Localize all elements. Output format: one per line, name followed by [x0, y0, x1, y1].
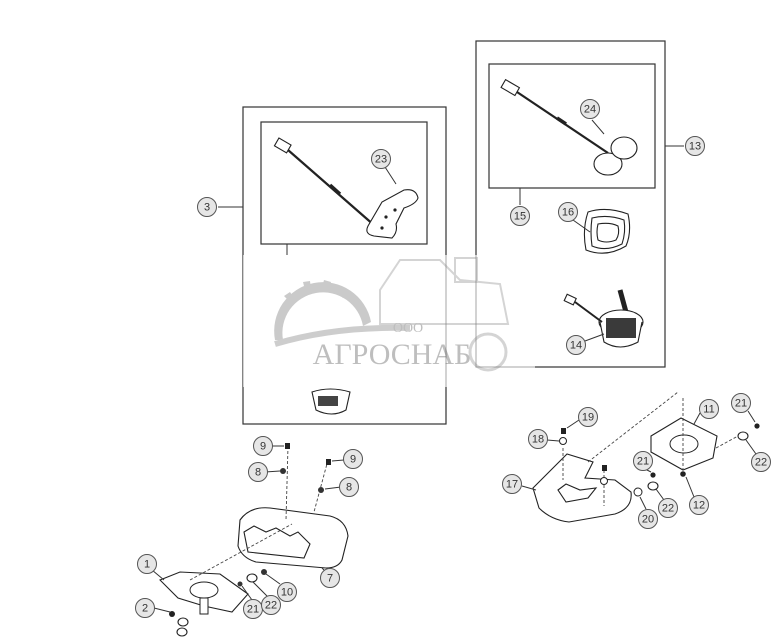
callout-12: 12 [689, 495, 709, 515]
callout-bubble [197, 197, 217, 217]
callout-number: 8 [255, 467, 261, 479]
watermark-logo: ООО АГРОСНАБ [243, 255, 535, 387]
callout-number: 9 [260, 441, 266, 453]
joystick-base-left-partial [311, 388, 351, 415]
callout-14: 14 [566, 335, 586, 355]
callout-15: 15 [510, 206, 530, 226]
watermark-prefix: ООО [393, 321, 423, 336]
callout-number: 20 [642, 514, 654, 526]
callout-number: 7 [327, 573, 333, 585]
rubber-boot-16 [572, 208, 631, 254]
callout-bubble [320, 568, 340, 588]
callout-number: 3 [204, 202, 210, 214]
callout-number: 18 [532, 434, 544, 446]
callout-17: 17 [502, 474, 522, 494]
callout-bubble [699, 399, 719, 419]
assembly-13-frame [475, 40, 684, 368]
fasteners-17 [546, 419, 647, 510]
watermark-brand: АГРОСНАБ [313, 338, 472, 371]
callout-21: 21 [731, 393, 751, 413]
callout-bubble [633, 451, 653, 471]
callout-22: 22 [261, 595, 281, 615]
handle-harness-right [500, 78, 638, 176]
callout-bubble [558, 202, 578, 222]
callout-number: 19 [582, 412, 594, 424]
callout-1: 1 [137, 554, 157, 574]
callout-13: 13 [685, 136, 705, 156]
callout-9: 9 [343, 449, 363, 469]
callout-bubble [638, 509, 658, 529]
fasteners-cover-side [237, 569, 281, 601]
callout-number: 22 [662, 503, 674, 515]
callout-2: 2 [135, 598, 155, 618]
callout-number: 11 [703, 404, 714, 416]
bracket-1 [151, 523, 293, 637]
callout-bubble [502, 474, 522, 494]
joystick-base-14 [563, 289, 644, 348]
callout-number: 22 [755, 457, 767, 469]
callout-number: 24 [584, 104, 596, 116]
cover-17 [521, 391, 679, 523]
callout-11: 11 [699, 399, 719, 419]
callout-number: 21 [247, 604, 259, 616]
callout-number: 12 [693, 500, 705, 512]
cover-7 [237, 507, 349, 575]
callout-number: 14 [570, 340, 582, 352]
callout-bubble [578, 407, 598, 427]
callout-bubble [135, 598, 155, 618]
callout-number: 8 [346, 482, 352, 494]
fasteners-cover [264, 443, 345, 521]
callout-8: 8 [339, 477, 359, 497]
callout-9: 9 [253, 436, 273, 456]
callout-bubble [689, 495, 709, 515]
callout-bubble [343, 449, 363, 469]
callout-number: 17 [506, 479, 518, 491]
callout-21: 21 [633, 451, 653, 471]
callout-number: 16 [562, 207, 574, 219]
callout-bubble [580, 99, 600, 119]
callout-bubble [248, 462, 268, 482]
callout-number: 21 [735, 398, 747, 410]
callout-number: 9 [350, 454, 356, 466]
callout-number: 21 [637, 456, 649, 468]
callout-19: 19 [578, 407, 598, 427]
callout-number: 10 [281, 587, 293, 599]
callout-bubble [510, 206, 530, 226]
callout-8: 8 [248, 462, 268, 482]
callout-number: 23 [375, 154, 387, 166]
callout-bubble [658, 498, 678, 518]
callout-bubble [137, 554, 157, 574]
callout-22: 22 [658, 498, 678, 518]
callout-number: 22 [265, 600, 277, 612]
callout-number: 2 [142, 603, 148, 615]
callout-bubble [261, 595, 281, 615]
callout-22: 22 [751, 452, 771, 472]
callout-number: 1 [144, 559, 150, 571]
callout-24: 24 [580, 99, 600, 119]
callout-bubble [277, 582, 297, 602]
callout-bubble [528, 429, 548, 449]
callout-16: 16 [558, 202, 578, 222]
callout-bubble [339, 477, 359, 497]
callout-bubble [253, 436, 273, 456]
handle-harness-left [273, 137, 419, 239]
callout-number: 15 [514, 211, 526, 223]
callout-18: 18 [528, 429, 548, 449]
callout-bubble [685, 136, 705, 156]
callout-7: 7 [320, 568, 340, 588]
callout-number: 13 [689, 141, 701, 153]
callout-bubble [751, 452, 771, 472]
callout-bubble [566, 335, 586, 355]
bracket-11 [644, 398, 760, 501]
callout-20: 20 [638, 509, 658, 529]
callout-21: 21 [243, 599, 263, 619]
callout-bubble [731, 393, 751, 413]
callout-23: 23 [371, 149, 391, 169]
callout-bubble [371, 149, 391, 169]
callout-3: 3 [197, 197, 217, 217]
callout-10: 10 [277, 582, 297, 602]
